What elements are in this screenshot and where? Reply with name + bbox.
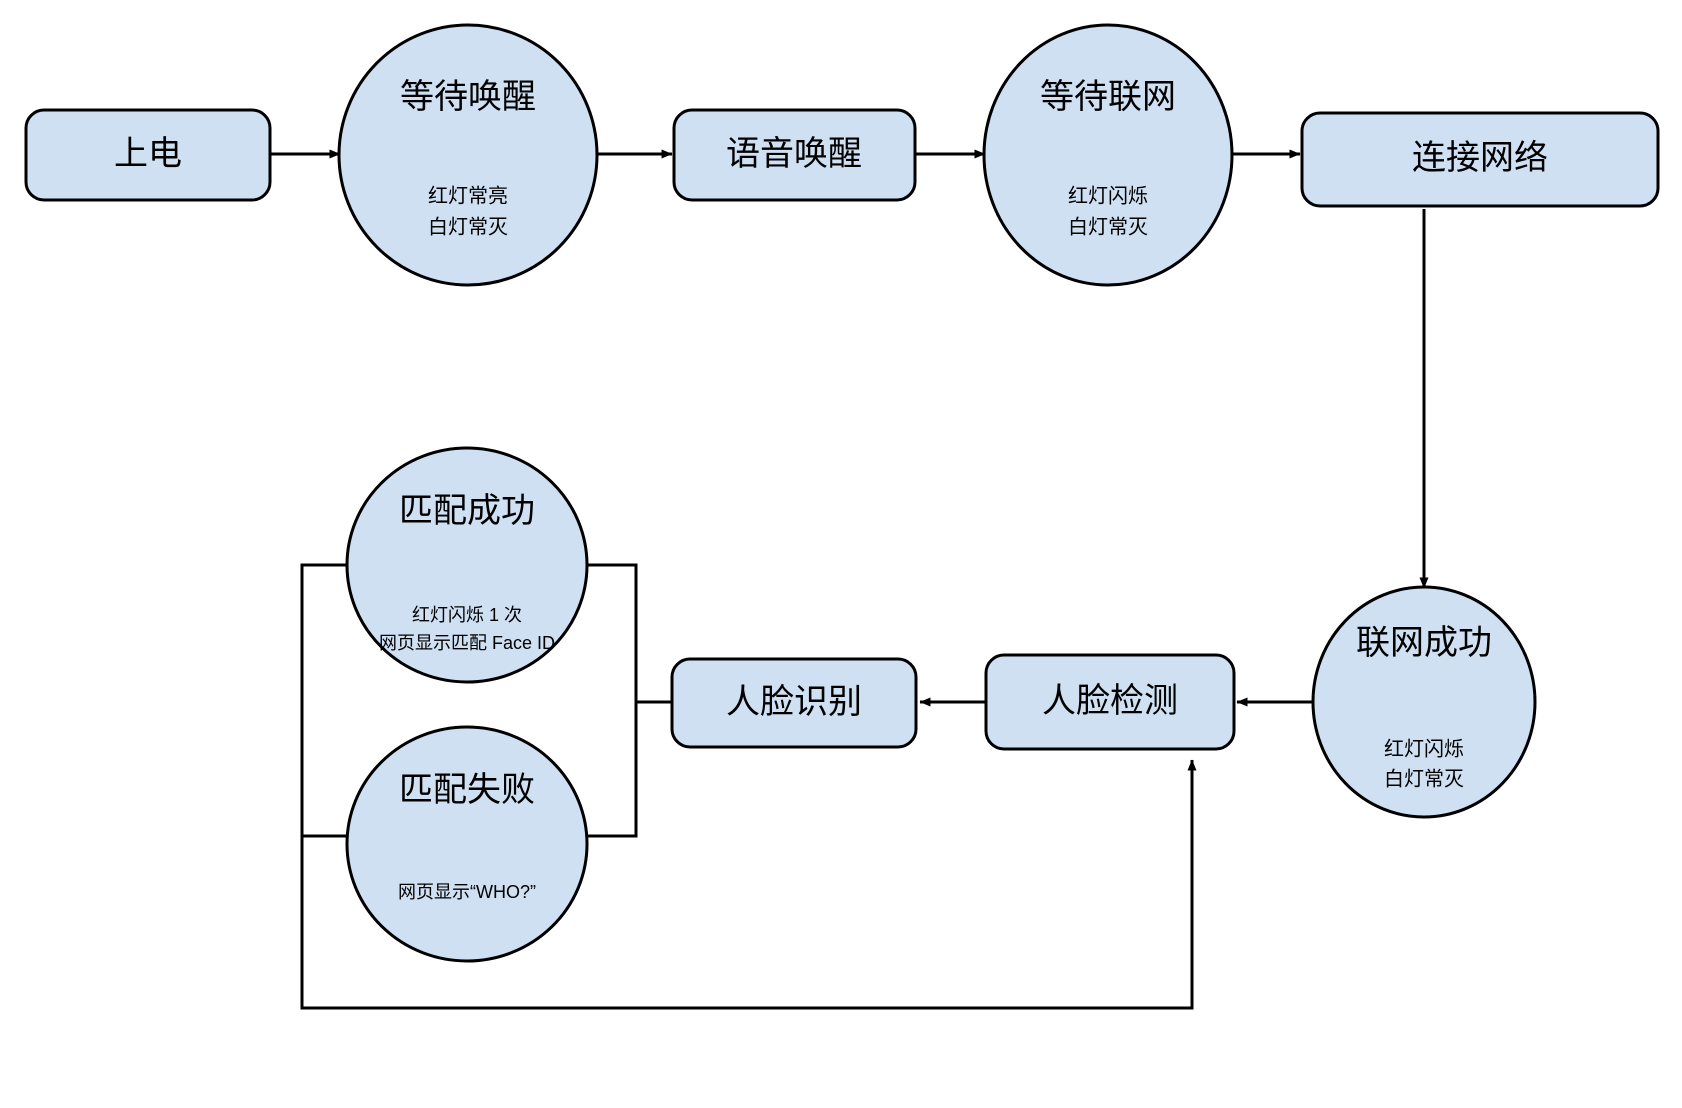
node-connect-network[interactable]: 连接网络: [1300, 111, 1660, 208]
node-wait-wakeup[interactable]: 等待唤醒 红灯常亮 白灯常灭: [337, 23, 599, 287]
node-power-on-title: 上电: [114, 135, 182, 173]
node-match-failure[interactable]: 匹配失败 网页显示“WHO?”: [345, 725, 589, 963]
node-face-recognition-shape[interactable]: [670, 657, 918, 749]
node-wait-network-sub-2: 白灯常灭: [1068, 215, 1148, 238]
node-match-failure-title: 匹配失败: [399, 771, 535, 809]
node-power-on-shape[interactable]: [24, 108, 272, 202]
node-wait-wakeup-sub-1: 红灯常亮: [428, 184, 508, 207]
node-face-detection[interactable]: 人脸检测: [984, 653, 1236, 751]
node-voice-wakeup-shape[interactable]: [672, 108, 917, 202]
node-wait-network[interactable]: 等待联网 红灯闪烁 白灯常灭: [982, 23, 1234, 287]
edge-match-failure-loopback: [300, 759, 1197, 1010]
node-voice-wakeup[interactable]: 语音唤醒: [672, 108, 917, 202]
node-connect-network-title: 连接网络: [1412, 139, 1548, 177]
node-wait-wakeup-sub-2: 白灯常灭: [428, 215, 508, 238]
node-wait-wakeup-shape[interactable]: [337, 23, 599, 287]
node-voice-wakeup-title: 语音唤醒: [726, 135, 862, 173]
node-wait-network-title: 等待联网: [1040, 78, 1176, 116]
node-match-success-title: 匹配成功: [399, 492, 535, 530]
node-connect-network-shape[interactable]: [1300, 111, 1660, 208]
node-network-success-sub-1: 红灯闪烁: [1384, 737, 1464, 760]
node-wait-network-shape[interactable]: [982, 23, 1234, 287]
node-match-success-shape[interactable]: [345, 446, 589, 684]
edge-match-success-return-bracket: [300, 563, 348, 836]
node-face-recognition[interactable]: 人脸识别: [670, 657, 918, 749]
node-match-success[interactable]: 匹配成功 红灯闪烁 1 次 网页显示匹配 Face ID: [345, 446, 589, 684]
node-match-success-sub-1: 红灯闪烁 1 次: [412, 605, 522, 625]
node-power-on[interactable]: 上电: [24, 108, 272, 202]
node-match-failure-shape[interactable]: [345, 725, 589, 963]
node-face-detection-shape[interactable]: [984, 653, 1236, 751]
node-face-recognition-title: 人脸识别: [726, 683, 862, 721]
edge-face-recognition-bracket-lower: [586, 702, 638, 838]
node-match-success-sub-2: 网页显示匹配 Face ID: [379, 633, 555, 653]
edge-face-recognition-bracket: [586, 563, 672, 704]
node-network-success-sub-2: 白灯常灭: [1384, 767, 1464, 790]
node-network-success[interactable]: 联网成功 红灯闪烁 白灯常灭: [1311, 585, 1537, 819]
node-network-success-shape[interactable]: [1311, 585, 1537, 819]
node-match-failure-sub-1: 网页显示“WHO?”: [398, 882, 536, 902]
node-network-success-title: 联网成功: [1356, 624, 1492, 662]
node-wait-network-sub-1: 红灯闪烁: [1068, 184, 1148, 207]
node-face-detection-title: 人脸检测: [1042, 682, 1178, 720]
edges-layer: [270, 149, 1429, 1010]
node-wait-wakeup-title: 等待唤醒: [400, 78, 536, 116]
